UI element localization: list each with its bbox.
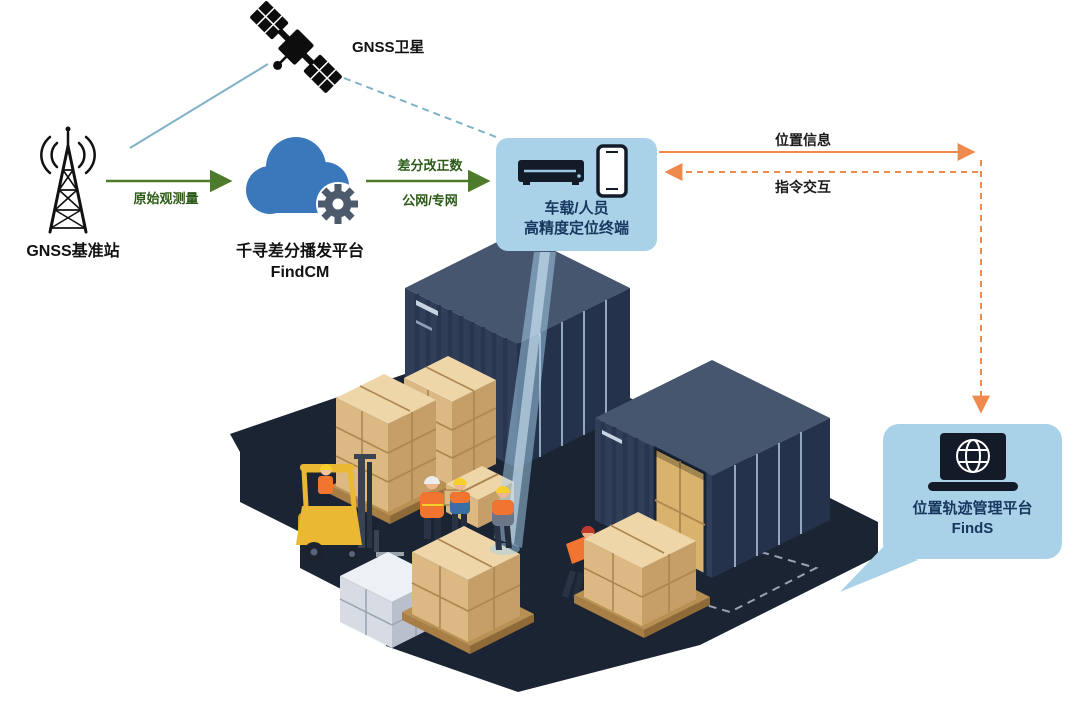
platform-label-line2: FindS	[951, 520, 994, 537]
radio-tower-icon	[40, 126, 96, 234]
terminal-bubble: 车载/人员 高精度定位终端	[496, 138, 657, 251]
satellite-icon	[250, 1, 342, 93]
correction-label-line2: 公网/专网	[402, 193, 458, 208]
floor-lane-marking	[617, 534, 819, 614]
positioning-beam-core	[505, 252, 550, 544]
worker-figure-3	[490, 486, 520, 555]
signal-arcs-left	[40, 135, 59, 175]
correction-label-line1: 差分改正数	[397, 158, 463, 173]
position-info-label: 位置信息	[775, 132, 831, 148]
cloud-platform-name: 千寻差分播发平台	[235, 243, 364, 260]
forklift-driver	[318, 464, 333, 494]
cloud-platform-subname: FindCM	[270, 264, 330, 281]
terminal-label: 车载/人员 高精度定位终端	[496, 199, 657, 239]
signal-arcs-right	[77, 135, 96, 175]
terminal-label-line2: 高精度定位终端	[523, 220, 629, 237]
pallet-stack-right	[574, 512, 710, 638]
cloud-platform-label: 千寻差分播发平台 FindCM	[202, 241, 398, 283]
globe-glyph	[956, 439, 990, 473]
base-station-label: GNSS基准站	[26, 243, 120, 260]
satellite-basestation-link	[129, 63, 269, 149]
terminal-icons	[518, 144, 628, 198]
raw-observation-label: 原始观测量	[133, 191, 199, 206]
smartphone-icon	[596, 144, 628, 198]
terminal-label-line1: 车载/人员	[544, 200, 609, 217]
pallet-stack-center	[402, 526, 534, 654]
platform-icons	[928, 433, 1018, 491]
command-interaction-label: 指令交互	[775, 179, 831, 195]
platform-label-line1: 位置轨迹管理平台	[912, 500, 1033, 517]
worker-figure-2	[450, 478, 470, 534]
gear-icon	[316, 182, 360, 226]
platform-label: 位置轨迹管理平台 FindS	[883, 499, 1062, 539]
vehicle-terminal-icon	[518, 160, 584, 185]
satellite-label: GNSS卫星	[352, 39, 425, 56]
satellite-terminal-link	[343, 77, 497, 138]
laptop-globe-icon	[928, 433, 1018, 491]
finds-bubble: 位置轨迹管理平台 FindS	[883, 424, 1062, 559]
warehouse-scene	[230, 232, 878, 692]
